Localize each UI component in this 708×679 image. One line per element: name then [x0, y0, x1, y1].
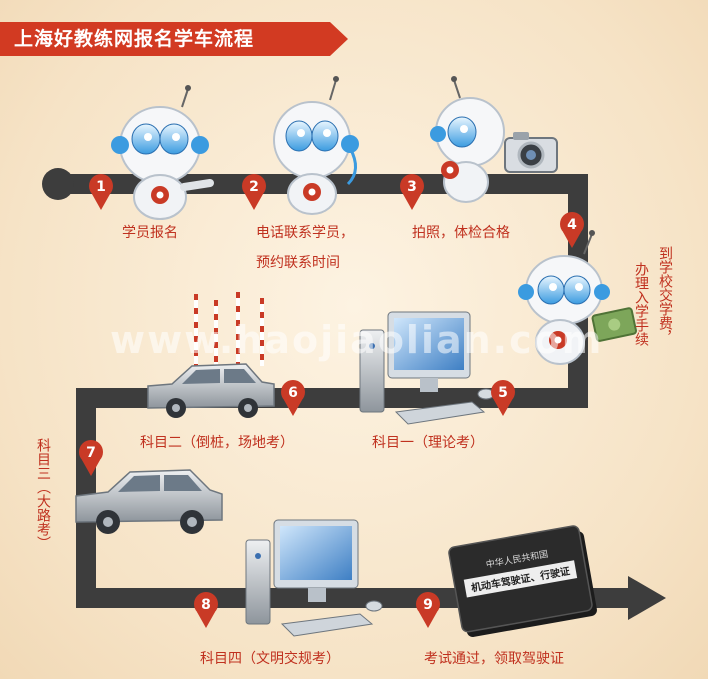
car-icon [75, 469, 223, 534]
process-path [60, 174, 630, 608]
step-label-8: 科目四（文明交规考） [200, 651, 340, 667]
path-start-dot [42, 168, 74, 200]
page-title: 上海好教练网报名学车流程 [14, 28, 255, 50]
step-numbers: 1 2 3 4 5 6 7 8 9 [86, 179, 577, 613]
step-label-9: 考试通过，领取驾驶证 [424, 651, 564, 667]
step-label-4-line2: 办理入学手续 [633, 262, 649, 346]
license-book-icon: 中华人民共和国 机动车驾驶证、行驶证 [448, 525, 597, 637]
path-end-arrow [628, 576, 666, 620]
computer-icon [359, 311, 495, 425]
step-number-6: 6 [288, 385, 298, 401]
step-pin-5 [491, 380, 515, 416]
step-pin-3 [400, 174, 424, 210]
step-number-3: 3 [407, 179, 417, 195]
camera-icon [504, 132, 558, 173]
step-label-2-line1: 电话联系学员， [256, 225, 354, 241]
money-icon [591, 307, 637, 342]
step-number-1: 1 [96, 179, 106, 195]
robot-icon [111, 85, 214, 220]
robot-icon [430, 76, 505, 203]
step-number-2: 2 [249, 179, 259, 195]
step-pin-2 [242, 174, 266, 210]
step-pin-4 [560, 212, 584, 248]
step-pin-9 [416, 592, 440, 628]
title-banner [0, 22, 348, 56]
step-number-5: 5 [498, 385, 508, 401]
watermark: www.haojiaolian.com [110, 318, 604, 362]
step-number-7: 7 [86, 445, 96, 461]
step-label-5: 科目一（理论考） [372, 435, 484, 451]
car-icon [147, 363, 275, 418]
step-pin-7 [79, 440, 103, 476]
step-label-4-line1: 到学校交学费， [657, 246, 673, 344]
step-label-2-line2: 预约联系时间 [256, 255, 340, 271]
robot-icon [273, 76, 359, 215]
step-pin-6 [281, 380, 305, 416]
step-pin-8 [194, 592, 218, 628]
step-label-6: 科目二（倒桩，场地考） [140, 435, 294, 451]
step-label-1: 学员报名 [122, 225, 178, 241]
step-number-9: 9 [423, 597, 433, 613]
step-pins [79, 174, 584, 628]
pole-icon [194, 292, 264, 368]
step-number-4: 4 [567, 217, 577, 233]
step-number-8: 8 [201, 597, 211, 613]
computer-icon [245, 519, 383, 637]
robot-icon [518, 230, 610, 365]
step-pin-1 [89, 174, 113, 210]
step-label-3: 拍照，体检合格 [412, 225, 510, 241]
step-label-7: 科目三（大路考） [35, 438, 51, 550]
